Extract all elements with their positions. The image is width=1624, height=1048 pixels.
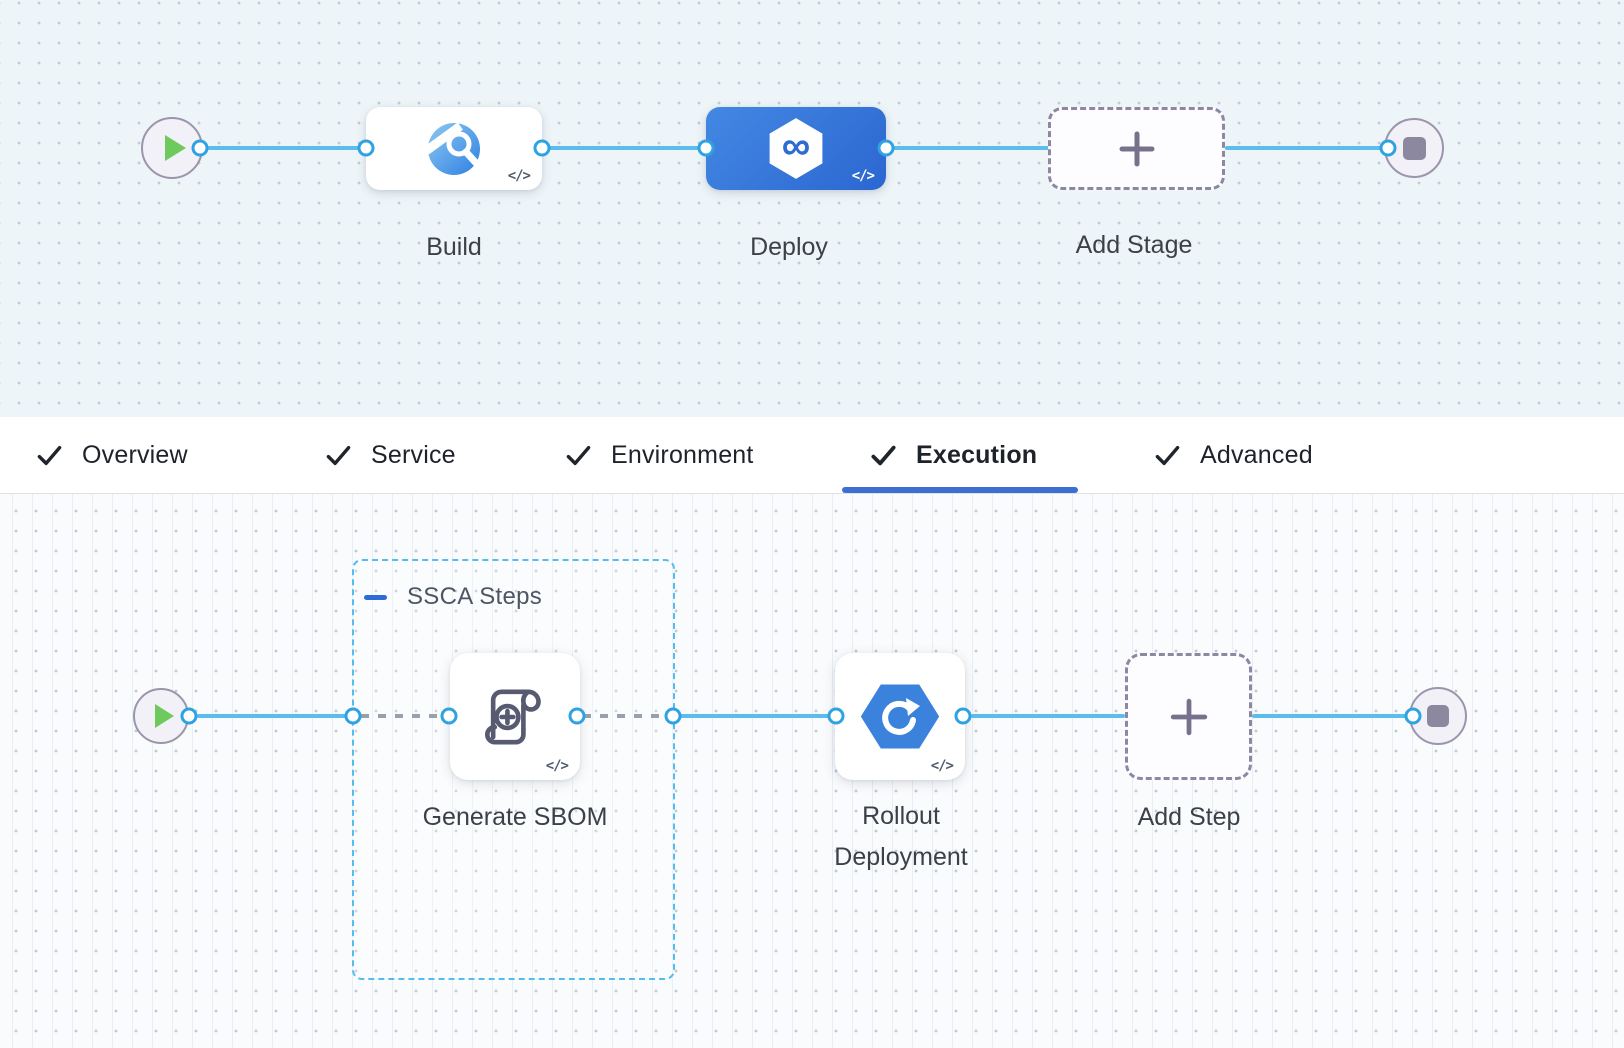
active-tab-indicator xyxy=(842,487,1078,493)
add-stage-button[interactable] xyxy=(1048,107,1225,190)
stage-canvas[interactable]: </> Build ∞ </> Deploy Add Stage xyxy=(0,0,1624,417)
plus-icon xyxy=(1170,698,1207,735)
tab-label: Environment xyxy=(611,440,754,469)
port-group-out[interactable] xyxy=(664,707,682,725)
edge-addstage-end xyxy=(1225,146,1382,150)
collapse-group-icon[interactable] xyxy=(364,594,387,600)
tab-label: Advanced xyxy=(1200,440,1313,469)
edge-build-deploy xyxy=(548,146,700,150)
port-build-in[interactable] xyxy=(357,139,375,157)
step-label-generate-sbom: Generate SBOM xyxy=(422,803,608,831)
stage-config-tabbar: Overview Service Environment Execution A… xyxy=(0,417,1624,494)
rollout-redeploy-icon xyxy=(860,684,940,749)
edge-group-rollout xyxy=(673,714,836,718)
edge-rollout-addstep xyxy=(971,714,1125,718)
port-deploy-out[interactable] xyxy=(877,139,895,157)
tab-label: Execution xyxy=(916,440,1038,469)
step-group-label: SSCA Steps xyxy=(407,583,543,610)
add-step-button[interactable] xyxy=(1125,653,1252,780)
stage-node-build[interactable]: </> xyxy=(366,107,542,190)
port-rollout-in[interactable] xyxy=(827,707,845,725)
ci-build-icon xyxy=(426,121,480,175)
stage-node-deploy[interactable]: ∞ </> xyxy=(706,107,886,190)
stage-label-build: Build xyxy=(426,233,482,261)
check-icon xyxy=(566,445,591,465)
port-sbom-out[interactable] xyxy=(568,707,586,725)
stop-icon xyxy=(1402,136,1426,160)
execution-canvas[interactable]: SSCA Steps </> xyxy=(0,493,1624,1048)
port-deploy-in[interactable] xyxy=(697,139,715,157)
step-node-generate-sbom[interactable]: </> xyxy=(450,653,580,780)
step-label-rollout-deployment: Rollout Deployment xyxy=(834,802,968,871)
port-group-in[interactable] xyxy=(344,707,362,725)
check-icon xyxy=(326,445,351,465)
edge-addstep-end xyxy=(1252,714,1408,718)
edge-deploy-addstage xyxy=(892,146,1050,150)
step-node-rollout-deployment[interactable]: </> xyxy=(835,653,965,780)
stage-label-deploy: Deploy xyxy=(750,233,828,261)
port-exec-end-in[interactable] xyxy=(1404,707,1422,725)
cd-deploy-infinity-icon: ∞ xyxy=(769,118,823,179)
play-icon xyxy=(165,135,186,161)
play-icon xyxy=(155,704,174,728)
port-sbom-in[interactable] xyxy=(440,707,458,725)
port-start-out[interactable] xyxy=(191,139,209,157)
tab-label: Service xyxy=(371,440,456,469)
port-exec-start-out[interactable] xyxy=(180,707,198,725)
check-icon xyxy=(871,445,896,465)
yaml-toggle-sbom[interactable]: </> xyxy=(545,758,569,774)
yaml-toggle-deploy[interactable]: </> xyxy=(851,168,875,184)
yaml-toggle-rollout[interactable]: </> xyxy=(930,758,954,774)
tab-advanced[interactable]: Advanced xyxy=(1154,417,1313,493)
edge-sbom-group-dashed xyxy=(583,714,667,718)
edge-start-group xyxy=(197,714,353,718)
tab-execution[interactable]: Execution xyxy=(870,417,1037,493)
tab-overview[interactable]: Overview xyxy=(36,417,188,493)
edge-start-build xyxy=(206,146,360,150)
yaml-toggle-build[interactable]: </> xyxy=(507,168,531,184)
add-step-label: Add Step xyxy=(1137,803,1241,831)
port-rollout-out[interactable] xyxy=(954,707,972,725)
tab-service[interactable]: Service xyxy=(325,417,456,493)
stop-icon xyxy=(1427,705,1449,727)
execution-start-node xyxy=(133,688,189,744)
sbom-scroll-icon xyxy=(485,688,541,745)
plus-icon xyxy=(1119,131,1154,166)
edge-group-sbom-dashed xyxy=(361,714,443,718)
add-stage-label: Add Stage xyxy=(1075,231,1193,259)
check-icon xyxy=(1155,445,1180,465)
check-icon xyxy=(37,445,62,465)
port-end-in[interactable] xyxy=(1379,139,1397,157)
tab-label: Overview xyxy=(82,440,188,469)
tab-environment[interactable]: Environment xyxy=(565,417,754,493)
port-build-out[interactable] xyxy=(533,139,551,157)
